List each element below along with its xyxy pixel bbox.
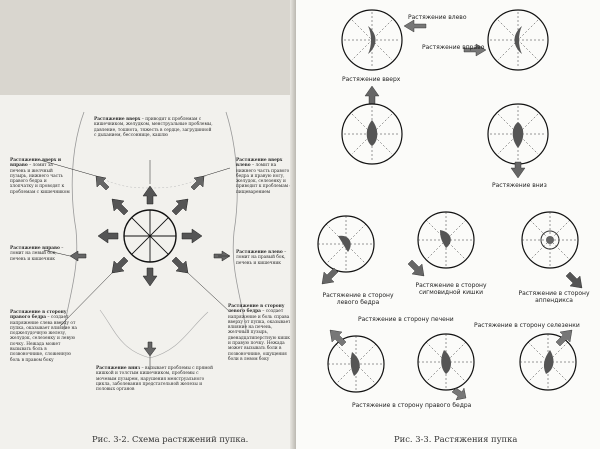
label-spleen: Растяжение в сторону селезенки: [474, 322, 580, 329]
arrow-down-icon: [142, 267, 158, 287]
direction-arrows: [97, 185, 203, 287]
outer-arrow-up-right-icon: [190, 175, 205, 191]
outer-arrow-left-icon: [69, 250, 87, 262]
label-right-thigh: Растяжение в сторону правого бедра: [352, 402, 472, 409]
note-left-thigh: Растяжение в сторону левого бедра – созд…: [228, 304, 293, 362]
circle-down: [487, 103, 549, 165]
arrow-right-icon: [181, 228, 203, 244]
outer-arrows: [69, 175, 231, 357]
note-up-left: Растяжение вверх влево – ломит на нижнег…: [236, 158, 292, 195]
arrow-up-icon: [142, 185, 158, 205]
circle-left: [341, 9, 403, 71]
note-right: Растяжение вправо – ломит на левый бок, …: [10, 246, 64, 262]
arrow-down-right-icon: [171, 256, 189, 274]
arrow-up-right-icon: [171, 198, 189, 216]
label-down: Растяжение вниз: [492, 182, 547, 189]
circle-up: [341, 103, 403, 165]
navel-wheel: [123, 209, 177, 263]
label-right: Растяжение вправо: [422, 44, 485, 51]
scan-shadow-band: [0, 0, 300, 95]
label-appendix: Растяжение в сторону аппендикса: [518, 290, 590, 304]
arrow-left-icon: [403, 19, 427, 33]
right-page: Растяжение влево Растяжение вправо Растя…: [296, 0, 600, 449]
circle-left-thigh: [317, 215, 375, 273]
navel-diagram-body: [39, 111, 247, 370]
arrow-up-left-icon: [329, 329, 347, 347]
note-up-right: Растяжение вверх и вправо – ломит за печ…: [10, 158, 70, 195]
circle-sigmoid: [417, 211, 475, 269]
outer-arrow-up-left-icon: [95, 175, 110, 191]
figure-caption-left: Рис. 3-2. Схема растяжений пупка.: [92, 434, 249, 444]
circle-appendix: [521, 211, 579, 269]
arrow-down-left-icon: [321, 267, 339, 285]
arrow-down-left-icon-2: [451, 387, 467, 401]
note-left: Растяжение влево – ломит на правый бок, …: [236, 250, 287, 266]
note-up: Растяжение вверх – приводит к проблемам …: [94, 117, 213, 138]
left-page: Растяжение вверх и вправо – ломит за печ…: [0, 0, 300, 449]
circle-spleen: [519, 333, 577, 391]
arrow-down-right-icon-1: [407, 259, 425, 277]
arrow-left-icon: [97, 228, 119, 244]
arrow-up-icon: [364, 85, 380, 105]
arrow-right-icon: [463, 43, 487, 57]
note-right-thigh: Растяжение в сторону правого бедра – соз…: [10, 310, 77, 363]
leader-lines: [39, 159, 231, 370]
navel-stretches-figure: [317, 9, 583, 401]
arrow-up-left-icon: [111, 198, 129, 216]
label-sigmoid: Растяжение в сторону сигмовидной кишки: [415, 282, 487, 296]
label-liver: Растяжение в сторону печени: [358, 316, 454, 323]
circle-right-thigh: [417, 333, 475, 391]
label-up: Растяжение вверх: [342, 76, 401, 83]
circle-right: [487, 9, 549, 71]
outer-arrow-down-left-icon: [143, 341, 157, 357]
circle-liver: [327, 335, 385, 393]
arrow-down-right-icon-2: [565, 271, 583, 289]
figure-caption-right: Рис. 3-3. Растяжения пупка: [394, 434, 518, 444]
note-down: Растяжение вниз – вызывает проблемы с пр…: [96, 366, 214, 393]
label-left: Растяжение влево: [408, 14, 467, 21]
arrow-up-right-icon: [555, 329, 573, 347]
label-left-thigh: Растяжение в сторону левого бедра: [322, 292, 394, 306]
arrow-down-left-icon: [111, 256, 129, 274]
arrow-down-icon: [510, 161, 526, 179]
